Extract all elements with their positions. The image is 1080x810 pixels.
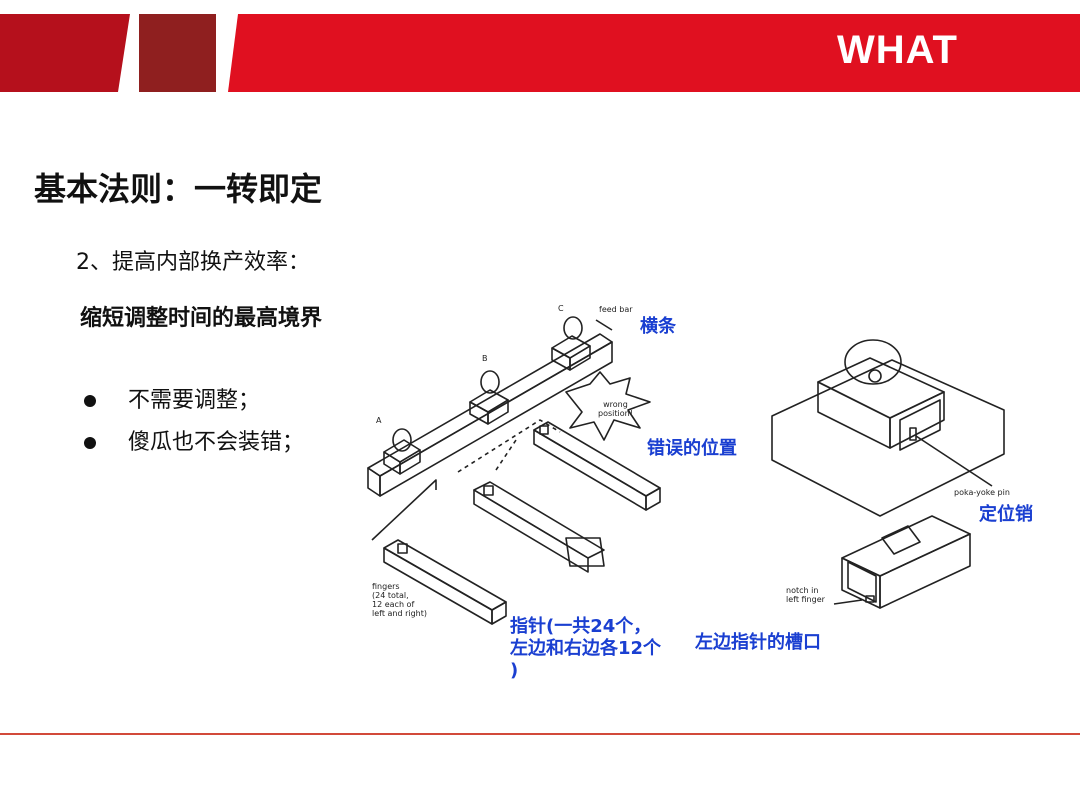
label-wrong-en-1: wrong [603,400,628,409]
header-square [139,14,216,92]
banner-text: WHAT [837,28,958,72]
guide-line [371,479,437,541]
bullet-dot [84,437,96,449]
highlight-text: 缩短调整时间的最高境界 [80,306,323,331]
label-fingers-en-2: (24 total, [372,591,409,600]
label-wrong-en: wrong position! [598,400,633,418]
feed-bar-drawing [367,316,613,497]
header-shapes [0,14,1080,92]
label-notch-en-2: left finger [786,595,825,604]
label-wrong-en-2: position! [598,409,633,418]
block-b [469,370,509,425]
label-mark-c: C [558,304,564,313]
label-fingers-en: fingers (24 total, 12 each of left and r… [372,582,427,618]
header-right-block [228,14,1080,92]
label-fingers-en-4: left and right) [372,609,428,618]
label-feed-bar-en: feed bar [599,305,633,314]
label-fingers-cn-2: 左边和右边各12个 [510,638,662,659]
block-a [383,428,421,475]
section-subtitle: 2、提高内部换产效率： [76,250,310,275]
label-fingers-en-3: 12 each of [372,600,415,609]
bullet-item: 不需要调整； [84,380,304,422]
label-notch-en-1: notch in [786,586,819,595]
block-c [551,316,591,371]
bullet-item: 傻瓜也不会装错； [84,422,304,464]
label-locating-pin-cn: 定位销 [979,504,1033,525]
bullet-text: 不需要调整； [128,388,261,413]
label-mark-b: B [482,354,488,363]
label-poka-yoke-en: poka-yoke pin [954,488,1010,497]
header-left-block [0,14,130,92]
label-left-notch-cn: 左边指针的槽口 [695,632,821,653]
guide-dash [457,419,561,473]
label-fingers-cn: 指针(一共24个， 左边和右边各12个 ) [510,616,661,682]
label-wrong-position-cn: 错误的位置 [647,438,737,459]
bullet-list: 不需要调整； 傻瓜也不会装错； [84,380,304,464]
label-mark-a: A [376,416,382,425]
page-title: 基本法则：一转即定 [34,170,323,208]
bullet-text: 傻瓜也不会装错； [128,430,305,455]
label-fingers-cn-1: 指针(一共24个， [510,616,652,637]
footer-divider [0,733,1080,735]
finger-c [533,421,661,511]
label-notch-en: notch in left finger [786,586,825,604]
header-banner: WHAT [0,0,1080,100]
guide-dash [495,439,517,471]
label-fingers-cn-3: ) [510,660,519,681]
finger-b [473,481,605,573]
label-fingers-en-1: fingers [372,582,400,591]
bullet-dot [84,395,96,407]
label-feed-bar-cn: 横条 [640,316,676,337]
notched-finger [833,515,971,609]
